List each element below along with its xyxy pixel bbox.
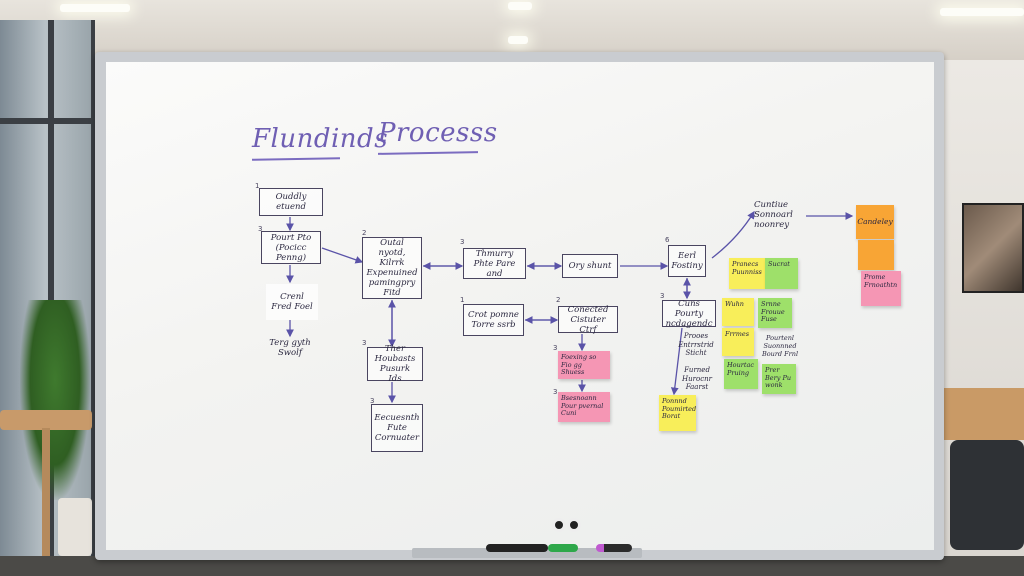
sticky-note: Candeley <box>856 205 894 239</box>
step-number: 2 <box>556 296 561 304</box>
flow-box: Ouddly etuend <box>259 188 323 216</box>
step-number: 3 <box>553 388 558 396</box>
flow-box: Cuns Pourty ncdagendc <box>662 299 716 329</box>
sticky-note: Ponnnd Poumirted Borat <box>659 395 696 431</box>
plant <box>20 300 90 500</box>
marker-green[interactable] <box>548 544 578 552</box>
flow-box: Eecuesnth Fute Cornuater <box>371 404 423 452</box>
side-note: Pourtenl Suonnned Bourd Frnl <box>761 334 799 358</box>
wall-poster <box>962 203 1024 293</box>
sticky-note: Wuhn <box>722 298 754 326</box>
plant-pot <box>58 498 92 556</box>
sticky-note: Prer Bery Pu wonk <box>762 364 796 394</box>
step-number: 1 <box>460 296 465 304</box>
board-title-right: Processs <box>378 118 498 148</box>
ceiling-light-center-2 <box>508 36 528 44</box>
marker-black[interactable] <box>486 544 548 552</box>
window-mullion <box>0 118 95 124</box>
step-number: 3 <box>460 238 465 246</box>
sticky-note: Srnne Frouue Fuse <box>758 298 792 328</box>
free-text-note: Cuntiue Sonnoarl noonrey <box>754 200 793 230</box>
sticky-note: Frrmes <box>722 328 754 356</box>
ceiling-light-right <box>940 8 1024 16</box>
sticky-note: Sucrat <box>765 258 798 289</box>
step-number: 3 <box>362 339 367 347</box>
step-number: 2 <box>362 229 367 237</box>
sticky-note: Foexing so Fio gg Shuess <box>558 351 610 379</box>
step-number: 3 <box>370 397 375 405</box>
side-table-leg <box>42 428 50 576</box>
floor <box>0 556 1024 576</box>
window-mullion <box>48 20 54 560</box>
step-number: 3 <box>660 292 665 300</box>
free-text-note: Prooes Entrrstrid Sticht <box>678 332 714 357</box>
ceiling <box>0 0 1024 60</box>
sticky-note <box>858 240 894 270</box>
board-magnet <box>567 518 581 532</box>
flow-box: Thmurry Phte Pare and <box>463 248 526 279</box>
sticky-note: Bsesnoann Pour pvernal Cuni <box>558 392 610 422</box>
step-number: 6 <box>665 236 670 244</box>
board-magnet <box>552 518 566 532</box>
ceiling-light-center <box>508 2 532 10</box>
ceiling-light-left <box>60 4 130 12</box>
flow-box: Conected Cistuter Ctrf <box>558 305 618 335</box>
side-table <box>0 410 92 430</box>
office-chair <box>950 440 1024 550</box>
free-text-note: Terg gyth Swolf <box>269 338 311 358</box>
sticky-note: Prome Frnoathtn <box>861 271 901 306</box>
free-text-note: Furned Hurocnr Faarst <box>682 366 712 391</box>
marker-purple[interactable] <box>596 544 632 552</box>
flow-box: Crot pomne Torre ssrb <box>463 304 524 336</box>
step-number: 1 <box>255 182 260 190</box>
board-title-left: Flundinds <box>252 124 389 154</box>
desk <box>944 388 1024 440</box>
marker-tray <box>412 548 642 558</box>
flow-box: Pourt Pto (Pocicc Penng) <box>261 231 321 264</box>
sticky-note: Hourtac Pruing <box>724 359 758 389</box>
flow-box: Outal nyotd, Kilrrk Expenuined pamingpry… <box>362 237 422 299</box>
flow-box: Ther Houbasts Pusurk Ids <box>367 344 423 384</box>
sticky-note: Pranecs Puunniss <box>729 258 765 289</box>
step-number: 3 <box>258 225 263 233</box>
flow-box: Eerl Fostiny <box>668 245 706 277</box>
step-number: 3 <box>553 344 558 352</box>
flow-box: Crenl Fred Foel <box>266 284 318 320</box>
flow-box: Ory shunt <box>562 254 618 278</box>
